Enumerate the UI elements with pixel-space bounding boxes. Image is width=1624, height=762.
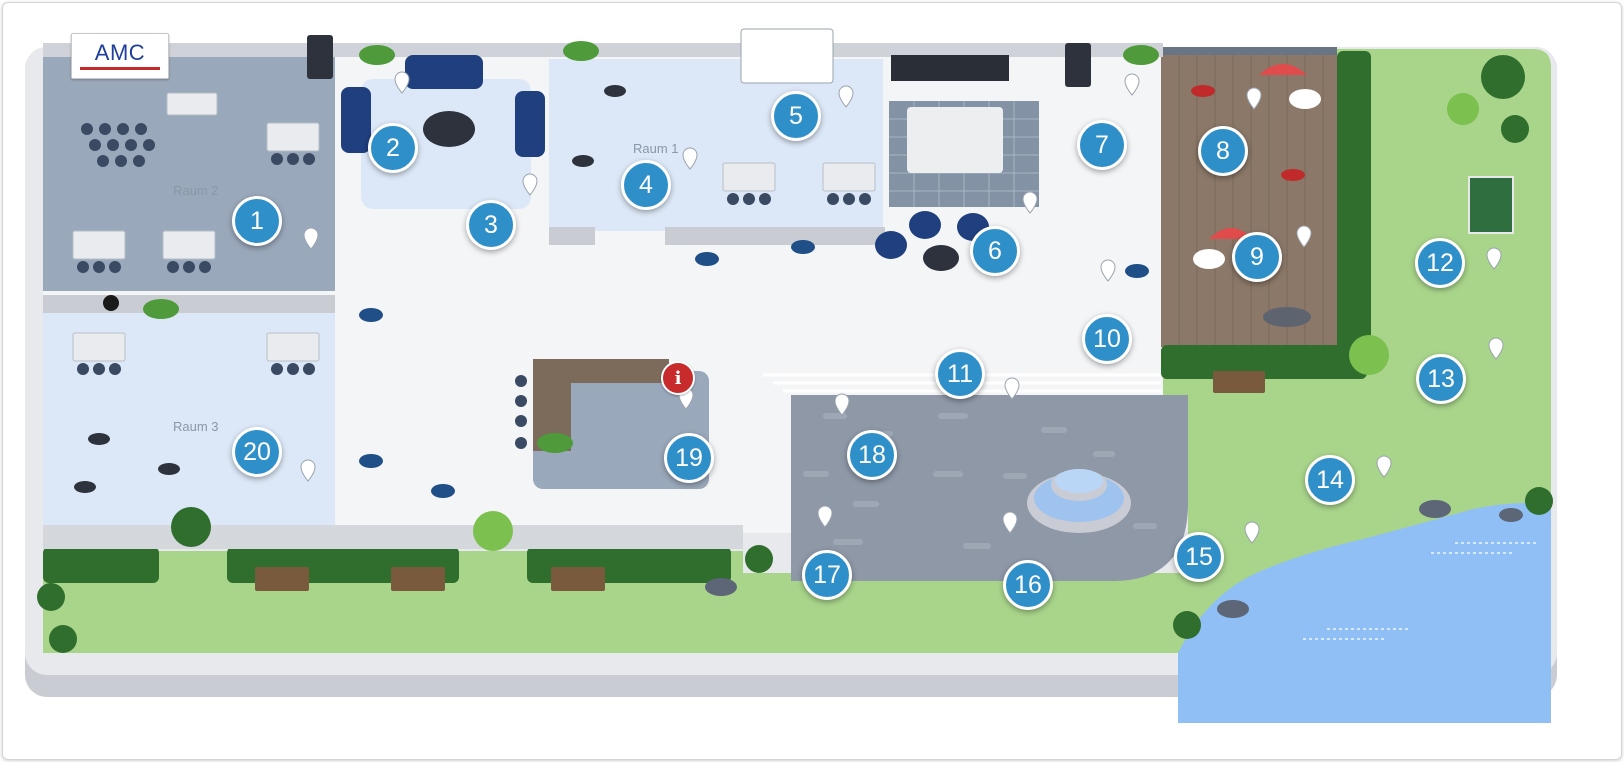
hotspot-2[interactable]: 2 [368,123,418,173]
room-raum1 [549,59,883,231]
hotspot-18[interactable]: 18 [847,430,897,480]
whiteboard [740,28,834,84]
kitchen-counter [907,107,1003,173]
hotspot-5[interactable]: 5 [771,91,821,141]
hotspot-12[interactable]: 12 [1415,238,1465,288]
fountain [1027,469,1131,533]
amc-logo-text: AMC [94,40,146,65]
hotspot-16[interactable]: 16 [1003,560,1053,610]
benches [255,371,1265,591]
wall-bottom [43,525,743,549]
hotspot-8[interactable]: 8 [1198,126,1248,176]
hotspot-6[interactable]: 6 [970,226,1020,276]
hotspot-11[interactable]: 11 [935,349,985,399]
pouf [923,245,959,271]
plaza-area [791,395,1188,581]
deck-railing [1161,47,1337,55]
wall-top [43,43,1163,57]
amc-logo-underline [80,67,160,70]
hotspot-1[interactable]: 1 [232,196,282,246]
office-map [25,28,1557,723]
bistro-tables [359,240,1149,498]
location-markers [300,71,1504,544]
hotspot-17[interactable]: 17 [802,550,852,600]
lake-ripples [1303,542,1537,640]
rocks [705,500,1523,618]
hotspot-10[interactable]: 10 [1082,314,1132,364]
sofas [341,55,989,259]
amc-logo-sign: AMC [71,33,169,79]
info-icon: i [661,361,695,395]
tables [72,92,876,362]
hotspot-14[interactable]: 14 [1305,455,1355,505]
coffee-table [423,111,475,147]
deck-furniture [1191,64,1321,327]
dark-bistro-tables [74,85,626,493]
wall-raum1-left [549,227,595,245]
wall-raum3-top [43,295,335,313]
hotspot-19[interactable]: 19 [664,433,714,483]
kitchen-shelves [891,55,1009,81]
hotspot-9[interactable]: 9 [1232,232,1282,282]
potted-plants [143,41,1159,453]
trees [37,55,1553,653]
vending-machine [307,35,333,79]
ping-pong-table [1468,176,1514,234]
hotspot-7[interactable]: 7 [1077,120,1127,170]
wall-raum1-right [665,227,885,245]
chairs [77,123,871,449]
room-label-raum1: Raum 1 [633,141,679,156]
hotspot-13[interactable]: 13 [1416,354,1466,404]
soccer-ball [103,295,119,311]
hotspot-3[interactable]: 3 [466,200,516,250]
hotspot-4[interactable]: 4 [621,160,671,210]
lake [1178,502,1551,723]
room-label-raum2: Raum 2 [173,183,219,198]
hotspot-15[interactable]: 15 [1174,532,1224,582]
reception-desk [533,359,669,451]
coffee-machine [1065,43,1091,87]
room-label-raum3: Raum 3 [173,419,219,434]
hotspot-20[interactable]: 20 [232,427,282,477]
